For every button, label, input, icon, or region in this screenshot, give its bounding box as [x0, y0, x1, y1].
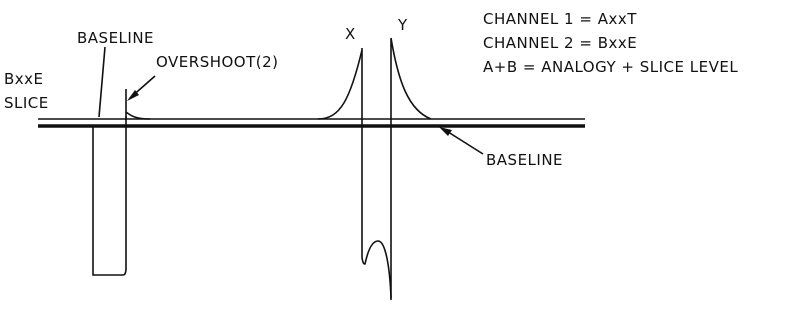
overshoot-label: OVERSHOOT(2): [156, 53, 279, 71]
slice-label-line1: BxxE: [4, 70, 44, 88]
y-marker-label: Y: [397, 16, 408, 34]
overshoot-arrowhead: [127, 90, 139, 101]
negative-pulse-left: [92, 116, 127, 276]
baseline-right-arrow: [444, 129, 484, 155]
y-decay-curve: [390, 37, 432, 300]
baseline-top-pointer: [98, 46, 106, 118]
baseline-right-arrowhead: [439, 127, 452, 136]
baseline-right-label: BASELINE: [486, 151, 563, 169]
legend-sum: A+B = ANALOGY + SLICE LEVEL: [483, 58, 738, 76]
x-peak-curve: [317, 49, 363, 120]
x-marker-label: X: [345, 25, 356, 43]
slice-label-line2: SLICE: [4, 94, 49, 112]
x-negative-pulse: [361, 48, 392, 299]
legend-channel1: CHANNEL 1 = AxxT: [483, 10, 637, 28]
legend-channel2: CHANNEL 2 = BxxE: [483, 34, 637, 52]
overshoot-spike: [125, 89, 151, 120]
baseline-top-label: BASELINE: [77, 29, 154, 47]
